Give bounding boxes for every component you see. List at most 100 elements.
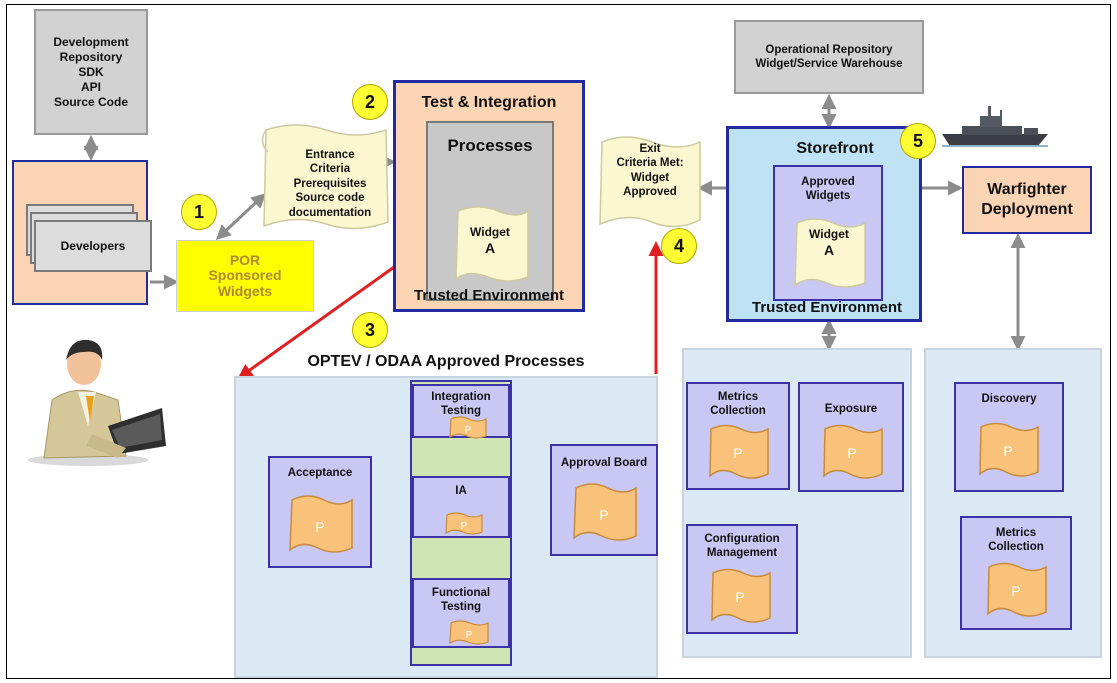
configuration-management-label: Configuration Management: [688, 532, 796, 561]
process-scroll-icon: P: [449, 416, 487, 439]
warfighter-line: Deployment: [981, 201, 1073, 218]
processes-box: Processes Widget A: [426, 121, 554, 301]
ia-label: IA: [455, 485, 467, 497]
warship-icon: [942, 106, 1048, 147]
developers-group: Developers: [12, 160, 152, 305]
optev-title: OPTEV / ODAA Approved Processes: [307, 353, 585, 370]
por-sponsored-widgets: POR Sponsored Widgets: [176, 240, 314, 312]
entrance-line: Criteria: [309, 163, 351, 176]
entrance-criteria-text: Entrance Criteria Prerequisites Source c…: [270, 148, 390, 220]
integration-line: Integration: [431, 391, 491, 403]
process-scroll-icon: P: [449, 620, 489, 645]
entrance-criteria-scroll-icon: [261, 124, 389, 230]
storefront-box: Storefront Approved Widgets Widget A Tru…: [726, 126, 922, 322]
exit-line: Widget: [630, 171, 670, 184]
widget-label: Widget: [809, 227, 849, 241]
metrics-collection-box: Metrics Collection P: [686, 382, 790, 490]
process-glyph: P: [733, 445, 742, 461]
step-3-badge: 3: [352, 312, 388, 348]
config-line: Management: [706, 547, 778, 560]
por-line: POR: [229, 251, 261, 268]
config-line: Configuration: [704, 533, 780, 545]
development-repository-box: Development Repository SDK API Source Co…: [34, 9, 148, 135]
configuration-management-box: Configuration Management P: [686, 524, 798, 634]
step-2-badge: 2: [352, 84, 388, 120]
widget-a-scroll-icon: [455, 206, 529, 282]
exit-criteria-scroll-icon: [599, 136, 701, 228]
process-scroll-icon: P: [823, 424, 883, 479]
discovery-box: Discovery P: [954, 382, 1064, 492]
developers-card: Developers: [34, 220, 152, 272]
op-repo-line: Operational Repository: [765, 43, 893, 56]
functional-testing-box: Functional Testing P: [412, 578, 510, 648]
integration-line: Testing: [440, 405, 482, 418]
widget-letter: A: [484, 240, 496, 256]
metrics-collection-label: Metrics Collection: [688, 390, 788, 419]
entrance-line: Prerequisites: [293, 177, 367, 190]
process-glyph: P: [466, 630, 473, 641]
functional-line: Testing: [440, 601, 482, 614]
approval-board-label: Approval Board: [560, 457, 648, 469]
dev-repo-line: API: [80, 79, 101, 94]
process-glyph: P: [1011, 583, 1020, 599]
test-integration-title: Test & Integration: [421, 94, 557, 111]
process-glyph: P: [461, 521, 468, 532]
step-1-badge: 1: [181, 194, 217, 230]
process-scroll-icon: P: [289, 495, 353, 553]
ia-box: IA P: [412, 476, 510, 538]
storefront-title: Storefront: [796, 140, 874, 157]
acceptance-label: Acceptance: [287, 467, 353, 479]
integration-testing-box: Integration Testing P: [412, 384, 510, 439]
exposure-label: Exposure: [824, 403, 878, 415]
widget-letter: A: [823, 242, 835, 258]
test-integration-box: Test & Integration Processes Widget A Tr…: [393, 80, 585, 312]
por-line: Sponsored: [208, 267, 282, 284]
widget-label: Widget: [470, 225, 510, 239]
developers-label: Developers: [60, 238, 126, 253]
step-5-badge: 5: [900, 123, 936, 159]
entrance-line: documentation: [288, 206, 372, 219]
metrics-line: Metrics: [717, 391, 759, 403]
dev-repo-line: Development: [53, 34, 129, 49]
process-glyph: P: [1003, 443, 1012, 459]
entrance-line: Source code: [295, 192, 365, 205]
warfighter-line: Warfighter: [987, 181, 1067, 198]
process-glyph: P: [315, 519, 324, 535]
process-scroll-icon: P: [979, 422, 1039, 477]
approved-line: Approved: [801, 176, 855, 188]
storefront-widget-text: Widget A: [791, 227, 867, 260]
functional-testing-label: Functional Testing: [414, 586, 508, 615]
exit-line: Approved: [623, 186, 677, 199]
metrics-line: Collection: [710, 405, 766, 418]
acceptance-box: Acceptance P: [268, 456, 372, 568]
approved-widgets-box: Approved Widgets Widget A: [773, 165, 883, 301]
storefront-widget-scroll-icon: [794, 218, 866, 288]
dev-repo-line: SDK: [78, 64, 104, 79]
process-glyph: P: [465, 425, 472, 436]
process-glyph: P: [847, 445, 856, 461]
approved-line: Widgets: [805, 190, 851, 203]
process-scroll-icon: P: [987, 562, 1047, 617]
operational-repository-box: Operational Repository Widget/Service Wa…: [734, 20, 924, 94]
step-4-badge: 4: [661, 228, 697, 264]
discovery-label: Discovery: [981, 393, 1037, 405]
dev-repo-line: Source Code: [53, 94, 128, 109]
process-scroll-icon: P: [445, 512, 483, 535]
process-scroll-icon: P: [573, 483, 637, 541]
test-trusted-environment: Trusted Environment: [413, 287, 565, 304]
storefront-trusted-environment: Trusted Environment: [751, 299, 903, 316]
functional-line: Functional: [431, 587, 491, 599]
process-scroll-icon: P: [709, 424, 769, 479]
diagram-frame: [6, 4, 1111, 679]
widget-a-text: Widget A: [450, 225, 530, 258]
approval-board-box: Approval Board P: [550, 444, 658, 556]
metrics-line: Collection: [988, 541, 1044, 554]
right-metrics-collection-box: Metrics Collection P: [960, 516, 1072, 630]
person-at-laptop-icon: [28, 339, 166, 466]
op-repo-line: Widget/Service Warehouse: [755, 58, 903, 70]
metrics-line: Metrics: [995, 527, 1037, 539]
entrance-line: Entrance: [305, 149, 355, 161]
por-line: Widgets: [217, 282, 273, 299]
exit-criteria-text: Exit Criteria Met: Widget Approved: [600, 142, 700, 200]
exit-line: Criteria Met:: [616, 157, 684, 170]
